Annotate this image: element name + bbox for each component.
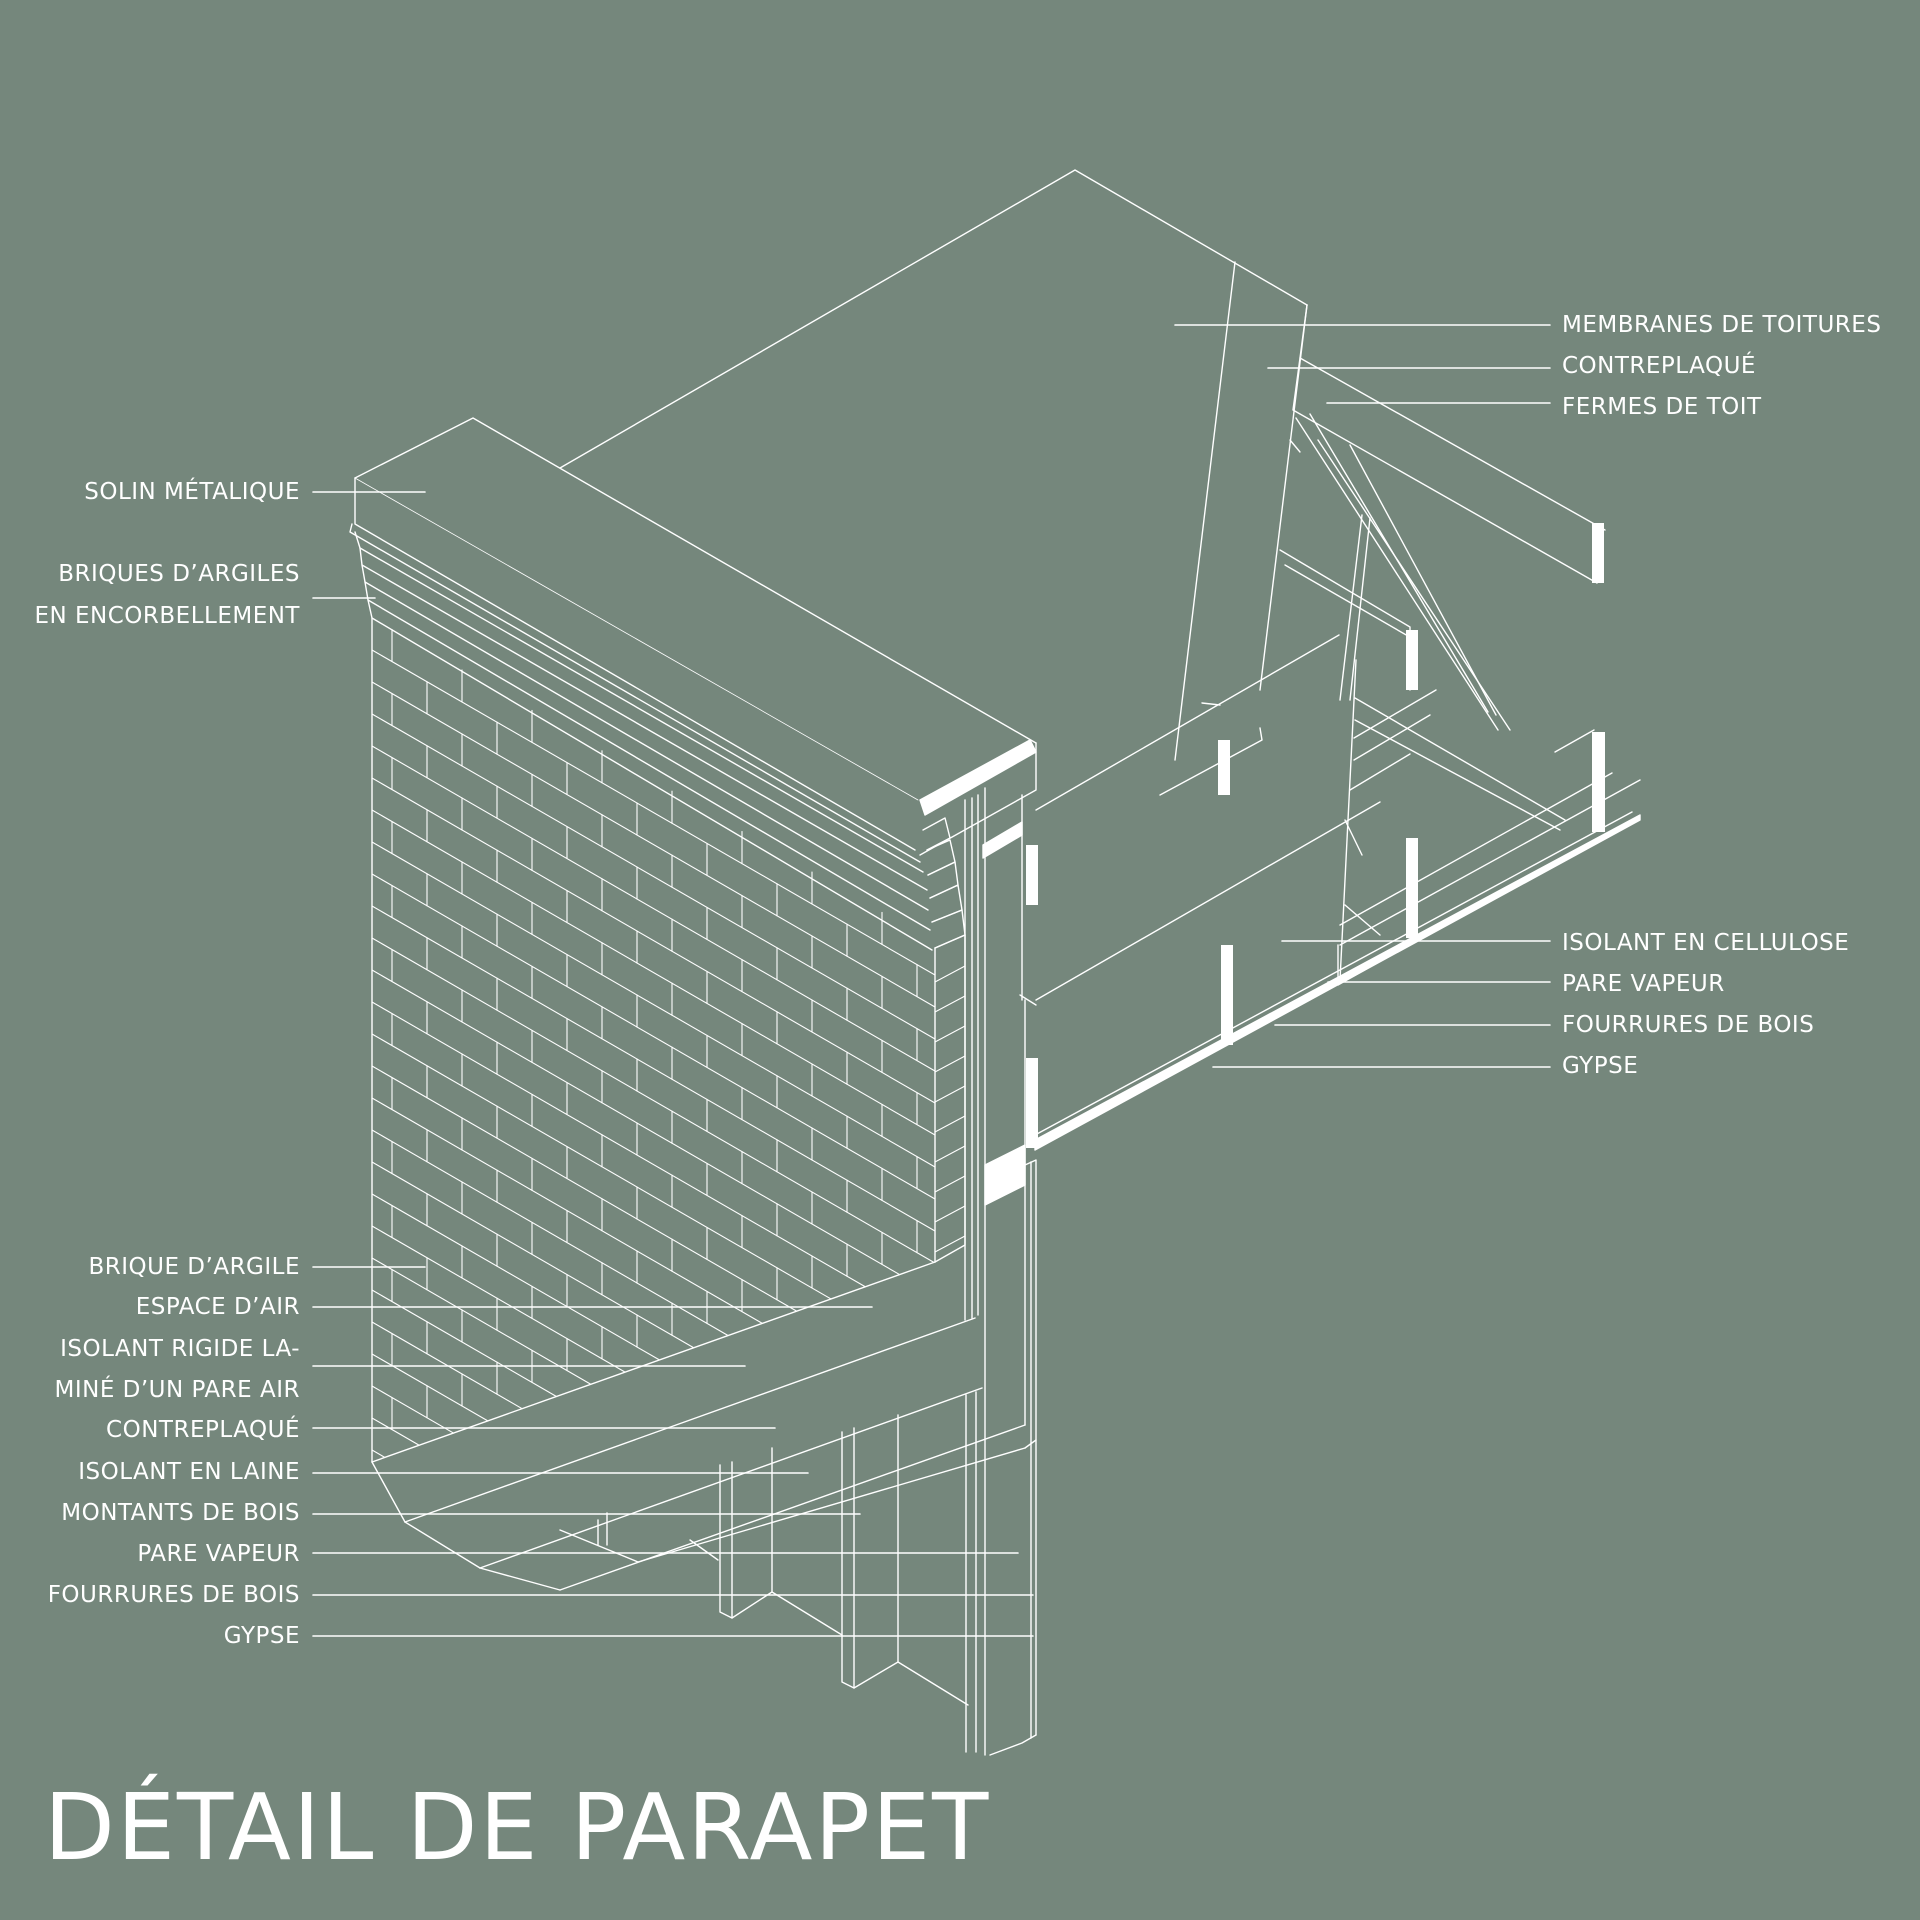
brick-return-course [934, 1145, 966, 1163]
brick-course-line [371, 1225, 626, 1373]
brick-course-line [371, 1449, 386, 1458]
brick-course-line [371, 969, 901, 1276]
label-isolant-rigide-2: MINÉ D’UN PARE AIR [54, 1377, 300, 1403]
label-pare-vapeur-wall: PARE VAPEUR [137, 1541, 300, 1567]
brick-course-line [371, 1417, 420, 1446]
brick-return-course [934, 965, 966, 983]
ceiling-assembly [1034, 689, 1641, 1151]
brick-course-line [371, 713, 936, 1040]
wall-layers [371, 787, 1038, 1756]
brick-course-line [371, 1001, 866, 1288]
brick-course-line [371, 1289, 557, 1398]
leader-lines [312, 324, 1551, 1637]
corbelled-bricks [354, 531, 966, 951]
brick-return-course [934, 1025, 966, 1043]
drawing-title: DÉTAIL DE PARAPET [44, 1774, 991, 1881]
brick-return-course [934, 1085, 966, 1103]
brick-course-line [371, 777, 936, 1104]
roof-slab [559, 169, 1606, 1001]
brick-course-line [371, 649, 936, 976]
brick-course-line [371, 1129, 729, 1337]
brick-course-line [371, 841, 936, 1168]
label-fourrures-bois-wall: FOURRURES DE BOIS [47, 1582, 300, 1608]
label-contreplaque-roof: CONTREPLAQUÉ [1562, 353, 1756, 379]
brick-return-course [934, 1115, 966, 1133]
label-contreplaque-wall: CONTREPLAQUÉ [106, 1417, 300, 1443]
brick-return-course [934, 1055, 966, 1073]
brick-course-line [371, 1193, 660, 1361]
label-fourrures-bois-roof: FOURRURES DE BOIS [1562, 1012, 1815, 1038]
label-membranes-toitures: MEMBRANES DE TOITURES [1562, 312, 1882, 338]
label-isolant-laine: ISOLANT EN LAINE [78, 1459, 300, 1485]
brick-course-line [371, 905, 936, 1232]
label-solin-metalique: SOLIN MÉTALIQUE [84, 479, 300, 505]
brick-return-course [934, 1235, 966, 1253]
brick-wall [371, 617, 966, 1463]
brick-course-line [371, 1385, 455, 1434]
label-montants-bois: MONTANTS DE BOIS [61, 1500, 300, 1526]
brick-course-line [371, 809, 936, 1136]
brick-course-line [371, 681, 936, 1008]
label-isolant-cellulose: ISOLANT EN CELLULOSE [1562, 930, 1850, 956]
label-gypse-wall: GYPSE [223, 1623, 300, 1649]
brick-course-line [371, 1353, 489, 1422]
label-briques-argiles-2: EN ENCORBELLEMENT [34, 603, 300, 629]
label-espace-air: ESPACE D’AIR [135, 1294, 300, 1320]
label-pare-vapeur-roof: PARE VAPEUR [1562, 971, 1725, 997]
label-fermes-toit: FERMES DE TOIT [1562, 394, 1762, 420]
brick-return-course [934, 1175, 966, 1193]
brick-course-line [371, 1065, 798, 1312]
brick-course-line [371, 873, 936, 1200]
brick-course-line [371, 1161, 695, 1349]
label-brique-argile: BRIQUE D’ARGILE [88, 1254, 300, 1280]
brick-course-line [371, 1257, 592, 1385]
brick-return-course [934, 995, 966, 1013]
label-isolant-rigide-1: ISOLANT RIGIDE LA- [60, 1336, 300, 1362]
brick-return-course [934, 1205, 966, 1223]
label-briques-argiles-1: BRIQUES D’ARGILES [58, 561, 300, 587]
brick-course-line [371, 745, 936, 1072]
metal-flashing [349, 417, 1037, 863]
label-gypse-roof: GYPSE [1562, 1053, 1639, 1079]
roof-truss [1159, 413, 1605, 999]
brick-course-line [371, 937, 935, 1263]
